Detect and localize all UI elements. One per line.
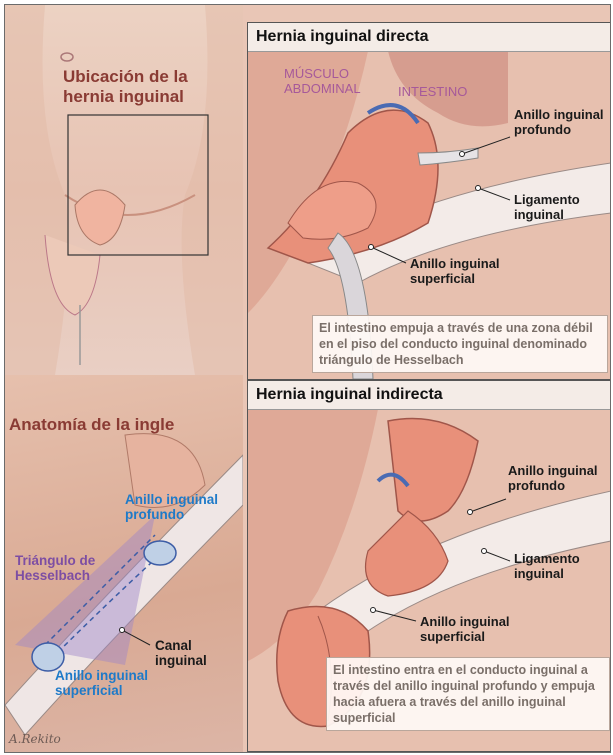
- label-hesselbach-triangle: Triángulo de Hesselbach: [15, 553, 115, 583]
- direct-hernia-note: El intestino empuja a través de una zona…: [312, 315, 608, 373]
- label-abdominal-muscle: MÚSCULO ABDOMINAL: [284, 66, 374, 96]
- label-superficial-ring: Anillo inguinal superficial: [420, 614, 540, 644]
- label-intestine: INTESTINO: [398, 84, 467, 99]
- direct-hernia-title: Hernia inguinal directa: [248, 23, 611, 52]
- label-inguinal-canal: Canal inguinal: [155, 638, 235, 668]
- label-superficial-ring: Anillo inguinal superficial: [55, 668, 155, 698]
- direct-hernia-panel: Hernia inguinal directa MÚSCULO ABDOMINA…: [247, 22, 611, 380]
- anatomy-panel: Anatomía de la ingle Anillo inguinal pro…: [5, 375, 243, 752]
- body-illustration: [5, 5, 243, 375]
- label-deep-ring: Anillo inguinal profundo: [508, 463, 603, 493]
- artist-signature: A.Rekito: [9, 732, 61, 746]
- location-panel: Ubicación de la hernia inguinal: [5, 5, 243, 375]
- label-deep-ring: Anillo inguinal profundo: [125, 492, 240, 522]
- label-superficial-ring: Anillo inguinal superficial: [410, 256, 530, 286]
- label-deep-ring: Anillo inguinal profundo: [514, 107, 604, 137]
- hesselbach-triangle: [15, 515, 155, 665]
- figure-frame: Ubicación de la hernia inguinal Hernia i…: [4, 4, 611, 753]
- indirect-hernia-panel: Hernia inguinal indirecta Anillo inguina…: [247, 380, 611, 752]
- label-inguinal-ligament: Ligamento inguinal: [514, 551, 604, 581]
- label-inguinal-ligament: Ligamento inguinal: [514, 192, 604, 222]
- indirect-hernia-note: El intestino entra en el conducto inguin…: [326, 657, 610, 731]
- anatomy-title: Anatomía de la ingle: [9, 415, 174, 435]
- location-title: Ubicación de la hernia inguinal: [63, 67, 223, 107]
- indirect-hernia-title: Hernia inguinal indirecta: [248, 381, 611, 410]
